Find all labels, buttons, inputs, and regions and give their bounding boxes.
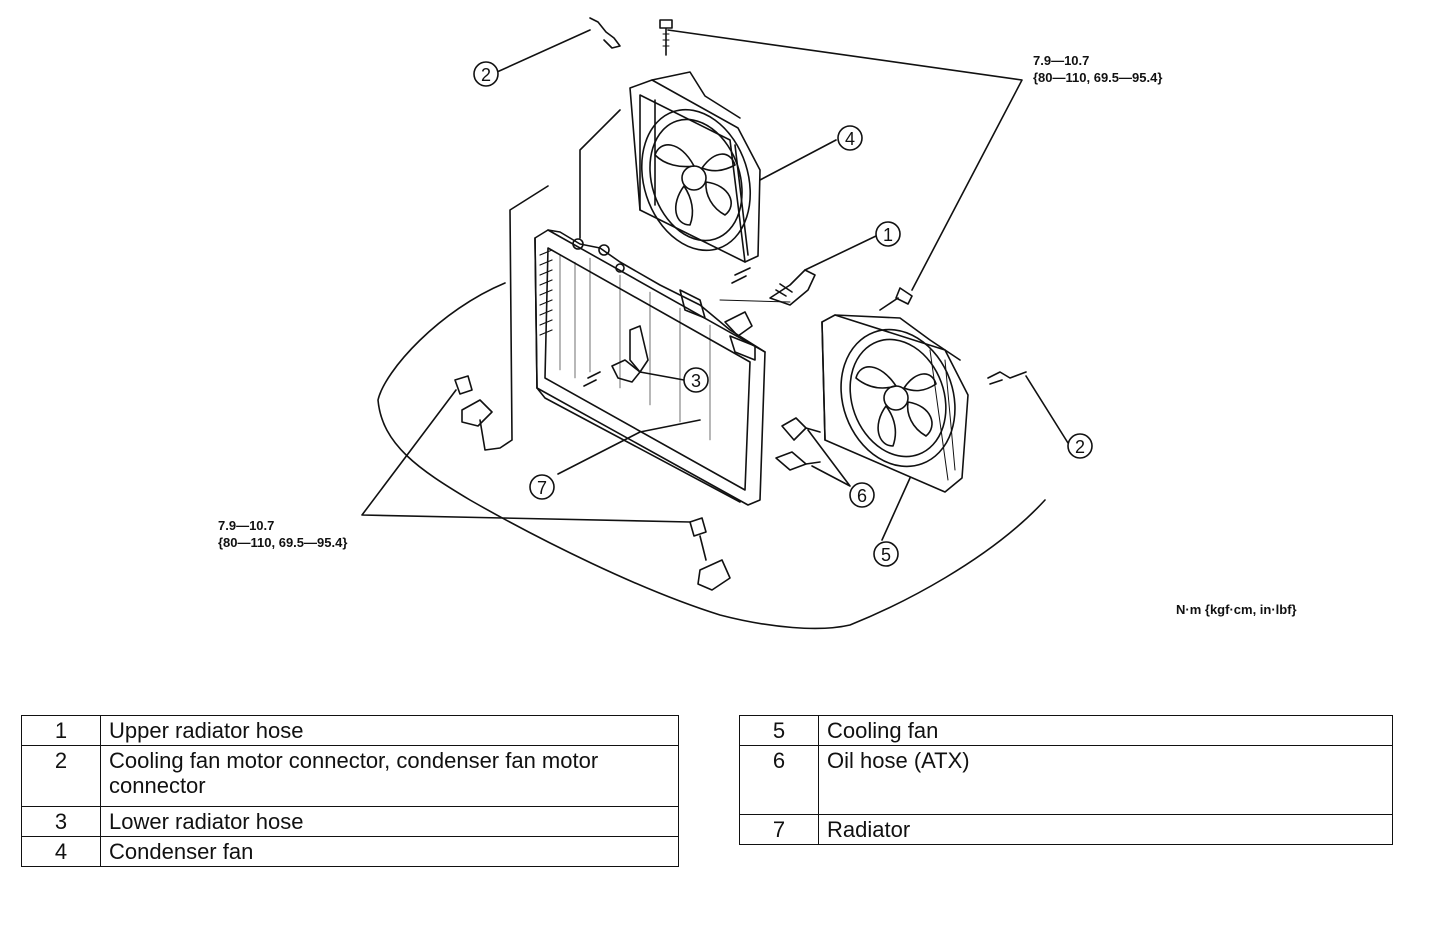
table-row: 6 Oil hose (ATX) (739, 745, 1393, 815)
callout-5 (873, 541, 899, 567)
parts-table-left: 1 Upper radiator hose 2 Cooling fan moto… (21, 715, 679, 867)
lower-radiator-hose (583, 325, 649, 387)
table-row: 7 Radiator (739, 814, 1393, 845)
table-row: 1 Upper radiator hose (21, 715, 679, 746)
part-number: 6 (739, 745, 819, 815)
callout-7 (529, 474, 555, 500)
connector-top (589, 17, 621, 49)
callout-5-label: 5 (881, 545, 891, 565)
bolt-right (879, 287, 913, 311)
part-number: 2 (21, 745, 101, 807)
callout-7-label: 7 (537, 478, 547, 498)
torque-leader-left (361, 389, 691, 523)
torque-leader-right (667, 29, 1023, 291)
parts-table-right: 5 Cooling fan 6 Oil hose (ATX) 7 Radiato… (739, 715, 1393, 845)
engine-compartment-outline (377, 282, 1046, 630)
callout-2-right-label: 2 (1075, 437, 1085, 457)
callout-1-label: 1 (883, 225, 893, 245)
part-name: Condenser fan (100, 836, 679, 867)
upper-radiator-hose (719, 267, 816, 337)
torque-spec-left-alt: {80—110, 69.5—95.4} (218, 535, 348, 550)
connector-right (987, 371, 1027, 385)
callout-4 (837, 125, 863, 151)
part-name: Cooling fan (818, 715, 1393, 746)
callout-markers (473, 61, 1093, 567)
exploded-view-diagram: 2 4 1 3 2 6 7 5 (361, 17, 1093, 630)
callout-4-label: 4 (845, 129, 855, 149)
part-number: 7 (739, 814, 819, 845)
callout-6-label: 6 (857, 486, 867, 506)
torque-units: N·m {kgf·cm, in·lbf} (1176, 602, 1297, 617)
torque-spec-left-value: 7.9—10.7 (218, 518, 275, 533)
callout-1 (875, 221, 901, 247)
bolt-top (659, 19, 673, 56)
table-row: 3 Lower radiator hose (21, 806, 679, 837)
part-name: Upper radiator hose (100, 715, 679, 746)
cooling-fan-assembly (821, 314, 969, 493)
table-row: 5 Cooling fan (739, 715, 1393, 746)
callout-3-label: 3 (691, 371, 701, 391)
part-number: 3 (21, 806, 101, 837)
table-row: 4 Condenser fan (21, 836, 679, 867)
radiator-body (534, 229, 766, 506)
part-number: 5 (739, 715, 819, 746)
callout-2-right (1067, 433, 1093, 459)
radiator-fin-ribs (539, 249, 553, 336)
part-number: 4 (21, 836, 101, 867)
callout-2-top (473, 61, 499, 87)
torque-spec-right-alt: {80—110, 69.5—95.4} (1033, 70, 1163, 85)
condenser-fan-assembly (629, 71, 761, 263)
oil-hose-fittings (775, 417, 807, 471)
torque-spec-right: 7.9—10.7 {80—110, 69.5—95.4} (1033, 52, 1162, 86)
part-name: Cooling fan motor connector, condenser f… (100, 745, 679, 807)
part-number: 1 (21, 715, 101, 746)
part-name: Lower radiator hose (100, 806, 679, 837)
callout-6 (849, 482, 875, 508)
part-name: Radiator (818, 814, 1393, 845)
table-row: 2 Cooling fan motor connector, condenser… (21, 745, 679, 807)
torque-spec-right-value: 7.9—10.7 (1033, 53, 1090, 68)
callout-2-top-label: 2 (481, 65, 491, 85)
bracket-left (454, 375, 493, 427)
bracket-bottom (689, 517, 731, 591)
part-name: Oil hose (ATX) (818, 745, 1393, 815)
callout-3 (683, 367, 709, 393)
torque-spec-left: 7.9—10.7 {80—110, 69.5—95.4} (218, 517, 347, 551)
